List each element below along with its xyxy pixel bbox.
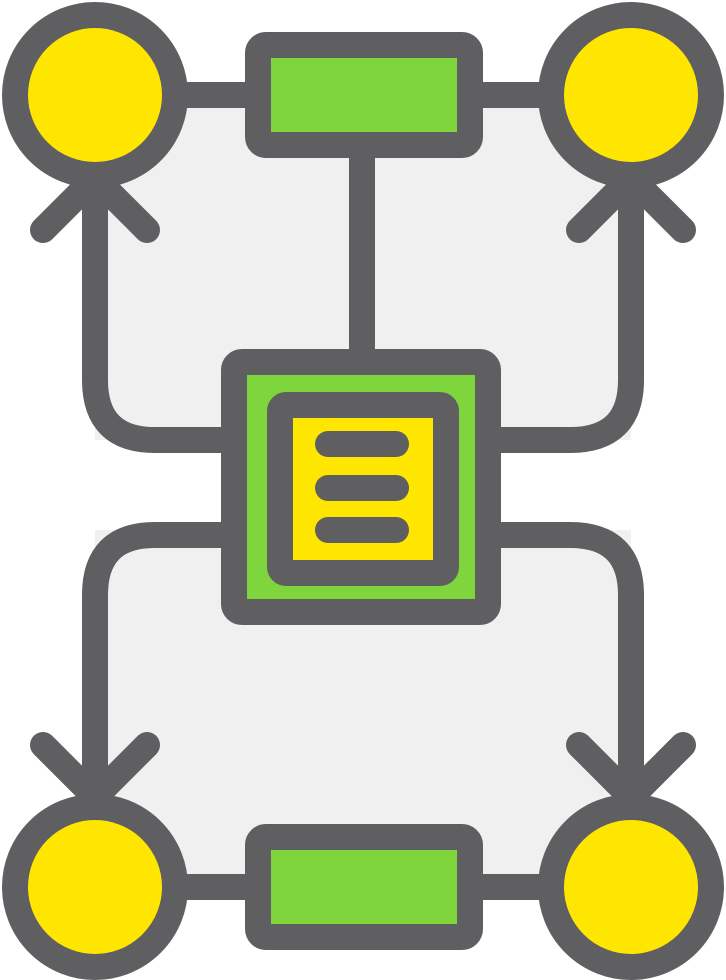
arrow-up-left-line [82,172,235,453]
node-top-left [2,2,188,188]
node-bottom-right [538,794,724,980]
node-top-right [538,2,724,188]
arrow-down-right-line [487,522,644,803]
center-document-block [221,349,501,625]
top-bar [245,32,483,158]
document-lines-icon [315,431,409,543]
arrow-up-right-line [487,172,644,453]
bottom-bar [245,824,483,950]
node-bottom-left [2,794,188,980]
arrow-down-left-line [82,522,235,803]
